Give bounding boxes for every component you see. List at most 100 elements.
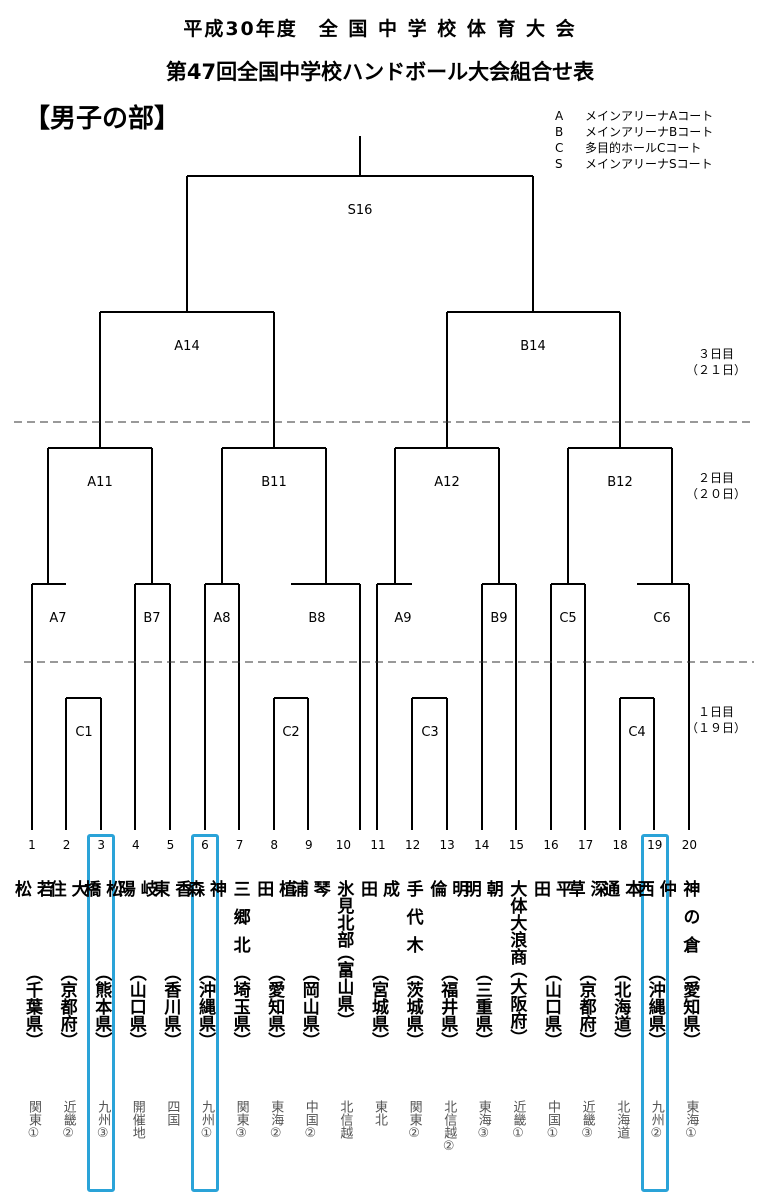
school-name: 氷見北部: [333, 880, 354, 948]
prefecture: （宮城県）: [368, 964, 388, 1049]
line-final: [186, 136, 534, 312]
region-seed: 東海①: [683, 1100, 699, 1141]
match-label: B7: [143, 611, 160, 626]
school-name: 深草: [564, 880, 607, 941]
region-seed: 東海③: [475, 1100, 491, 1141]
match-label: S16: [348, 203, 373, 218]
school-name: 成田: [357, 880, 399, 941]
team-column: 香東 （香川県）: [149, 880, 191, 1049]
region-seed: 中国②: [302, 1100, 318, 1141]
team-number: 9: [304, 838, 313, 852]
school-name: 平田: [530, 880, 572, 941]
prefecture: （京都府）: [56, 964, 77, 1049]
line-qf-2: [221, 447, 327, 584]
line-r1-2: [273, 697, 309, 830]
school-name: 大住: [45, 880, 88, 941]
match-label: C6: [653, 611, 670, 626]
region-seed: 近畿③: [579, 1100, 595, 1141]
legend-key: B: [555, 125, 564, 139]
region-seed: 関東②: [406, 1100, 422, 1141]
prefecture: （香川県）: [160, 964, 181, 1049]
team-column: 大体大浪商（大阪府）: [504, 880, 528, 1046]
legend-key: A: [555, 109, 564, 123]
line-r2-8: [637, 583, 690, 830]
match-label: C5: [559, 611, 576, 626]
team-number: 19: [647, 838, 663, 852]
match-label: C2: [282, 725, 299, 740]
school-name: 朝明: [460, 880, 503, 941]
team-number: 15: [508, 838, 525, 852]
match-label: B9: [490, 611, 507, 626]
school-name: 本通: [599, 880, 642, 941]
team-column: 深草（京都府）: [565, 880, 607, 1049]
region-seed: 九州①: [199, 1100, 214, 1141]
school-name: 明倫: [426, 880, 469, 941]
team-number: 7: [235, 838, 244, 852]
prefecture: （埼玉県）: [229, 964, 250, 1049]
match-label: B12: [607, 475, 632, 490]
region-seed: 九州②: [648, 1100, 664, 1141]
prefecture: （沖縄県）: [195, 964, 215, 1049]
legend-label: メインアリーナSコート: [585, 157, 713, 171]
legend-row: S メインアリーナSコート: [555, 156, 713, 172]
school-name: 仲西: [633, 880, 676, 941]
legend-label: 多目的ホールCコート: [585, 141, 702, 155]
day-name: １日目: [697, 705, 734, 719]
team-column: 明倫（福井県）: [426, 880, 468, 1049]
line-r2-1: [31, 583, 66, 830]
match-label: B11: [261, 475, 286, 490]
team-column: 本通 （北海道）: [599, 880, 641, 1049]
school-name: 神の倉: [679, 880, 700, 964]
match-label: A8: [213, 611, 230, 626]
day-dividers: [14, 421, 754, 663]
day-label-3: ３日目 （２１日）: [686, 346, 746, 378]
region-seed: 中国①: [545, 1100, 560, 1141]
line-r2-4: [291, 583, 361, 830]
team-column: 神の倉（愛知県）: [677, 880, 701, 1049]
match-label: A9: [394, 611, 411, 626]
team-column: 松橋（熊本県）: [80, 880, 122, 1049]
team-column: 氷見北部（富山県）: [331, 880, 355, 1029]
school-name: 三郷北: [229, 880, 250, 964]
team-number: 3: [97, 838, 105, 852]
team-highlight-box: [640, 834, 669, 1192]
school-name: 植田: [253, 880, 296, 941]
team-number: 20: [681, 838, 698, 852]
school-name: 香東: [149, 880, 192, 941]
school-name: 大体大浪商: [506, 880, 527, 965]
prefecture: （愛知県）: [679, 964, 700, 1049]
team-number: 8: [270, 838, 278, 852]
region-seed: 九州③: [95, 1100, 111, 1141]
region-seed: 近畿②: [60, 1100, 76, 1141]
bracket-lines: [31, 136, 690, 830]
team-number: 14: [474, 838, 490, 852]
line-r1-1: [65, 697, 102, 830]
school-name: 琴浦: [287, 880, 330, 941]
day-name: ２日目: [697, 471, 734, 485]
match-labels: S16 A14 B14 A11 B11 A12 B12 A7 B7 A8 B8 …: [49, 203, 670, 740]
team-number: 12: [404, 838, 421, 852]
school-name: 若松: [11, 880, 53, 941]
prefecture: （愛知県）: [264, 964, 285, 1049]
legend-key: S: [555, 157, 563, 171]
team-number: 16: [543, 838, 559, 852]
section-title: 【男子の部】: [24, 104, 181, 134]
team-number: 18: [612, 838, 628, 852]
day-label-2: ２日目 （２０日）: [686, 470, 746, 502]
team-column: 琴浦（岡山県）: [288, 880, 330, 1049]
line-r2-6: [481, 583, 517, 830]
tournament-bracket: S16 A14 B14 A11 B11 A12 B12 A7 B7 A8 B8 …: [14, 136, 754, 830]
day-date: （２１日）: [686, 363, 747, 377]
team-column: 成田 （宮城県）: [357, 880, 399, 1049]
prefecture: （山口県）: [125, 964, 146, 1049]
prefecture: （大阪府）: [506, 961, 527, 1046]
school-name: 神森: [184, 880, 226, 941]
prefecture: （富山県）: [333, 944, 354, 1029]
line-r2-5: [376, 583, 412, 830]
prefecture: （北海道）: [610, 964, 631, 1049]
line-r1-3: [411, 697, 448, 830]
match-label: C3: [421, 725, 438, 740]
prefecture: （熊本県）: [91, 964, 112, 1049]
